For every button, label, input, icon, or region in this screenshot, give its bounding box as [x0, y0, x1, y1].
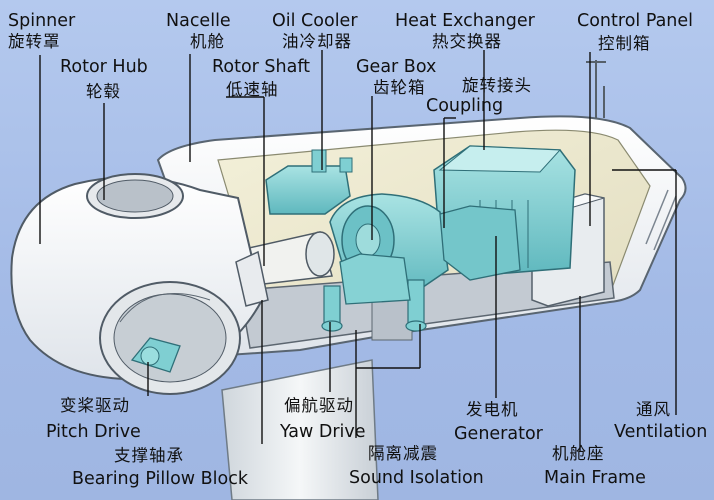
label-heat-exchanger-zh: 热交换器 — [432, 32, 502, 51]
label-oil-cooler-en: Oil Cooler — [272, 11, 358, 31]
label-nacelle-en: Nacelle — [166, 11, 231, 31]
oil-cooler — [265, 165, 351, 215]
label-coupling-zh: 旋转接头 — [462, 76, 532, 95]
label-rotor-shaft-en: Rotor Shaft — [212, 57, 311, 77]
label-control-panel-zh: 控制箱 — [598, 34, 651, 53]
wind-vane — [586, 60, 606, 118]
label-gear-box-en: Gear Box — [356, 57, 437, 77]
label-main-frame-en: Main Frame — [544, 468, 646, 488]
label-rotor-hub-zh: 轮毂 — [86, 82, 121, 101]
leader-lines — [39, 50, 677, 452]
bearing-block — [339, 253, 411, 305]
label-main-frame-zh: 机舱座 — [552, 444, 605, 463]
yaw-drives — [321, 279, 427, 332]
tower — [221, 359, 379, 500]
label-rotor-shaft-zh: 低速轴 — [226, 80, 279, 99]
label-yaw-drive-zh: 偏航驱动 — [284, 396, 354, 415]
label-bearing-zh: 支撑轴承 — [114, 446, 184, 465]
label-pitch-drive-en: Pitch Drive — [46, 422, 141, 442]
label-spinner-zh: 旋转罩 — [8, 32, 61, 51]
label-pitch-drive-zh: 变桨驱动 — [60, 396, 130, 415]
label-yaw-drive-en: Yaw Drive — [280, 422, 366, 442]
label-gear-box-zh: 齿轮箱 — [373, 78, 426, 97]
label-control-panel-en: Control Panel — [577, 11, 694, 31]
label-sound-isolation-zh: 隔离减震 — [368, 444, 438, 463]
label-nacelle-zh: 机舱 — [190, 32, 225, 51]
generator — [439, 205, 521, 281]
label-generator-en: Generator — [454, 424, 543, 444]
label-bearing-en: Bearing Pillow Block — [72, 469, 248, 489]
label-generator-zh: 发电机 — [466, 400, 519, 419]
label-ventilation-zh: 通风 — [636, 400, 671, 419]
label-heat-exchanger-en: Heat Exchanger — [395, 11, 535, 31]
label-rotor-hub-en: Rotor Hub — [60, 57, 148, 77]
label-oil-cooler-zh: 油冷却器 — [282, 32, 352, 51]
label-spinner-en: Spinner — [8, 11, 76, 31]
label-ventilation-en: Ventilation — [614, 422, 708, 442]
ventilation-grill — [645, 189, 677, 251]
pitch-gear — [119, 293, 211, 323]
label-sound-isolation-en: Sound Isolation — [349, 468, 484, 488]
label-coupling-en: Coupling — [426, 96, 504, 116]
